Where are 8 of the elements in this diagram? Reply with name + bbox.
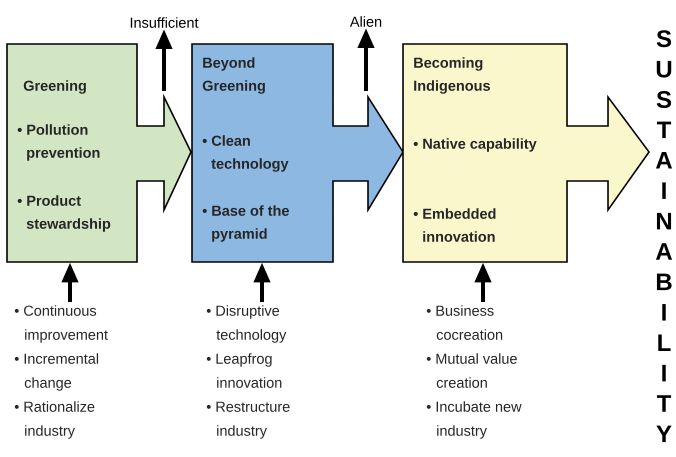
bullet-list: • Continuous improvement • Incremental change • Rationalize industry xyxy=(14,305,108,439)
arrow-box: Becoming Indigenous • Native capability • Embedded innovation xyxy=(402,43,650,263)
bullet-list: • Business cocreation • Mutual value creation • Incubate new industry xyxy=(426,305,522,439)
bullet-list: • Disruptive technology • Leapfrog innovation • Restructure industry xyxy=(206,305,290,439)
arrow-box: Greening • Pollution prevention • Product stewardship xyxy=(6,43,192,263)
arrow-box: Beyond Greening • Clean technology • Base of the pyramid xyxy=(191,43,404,263)
outcome-label: Alien xyxy=(350,16,382,27)
outcome-label: Insufficient xyxy=(130,17,198,28)
